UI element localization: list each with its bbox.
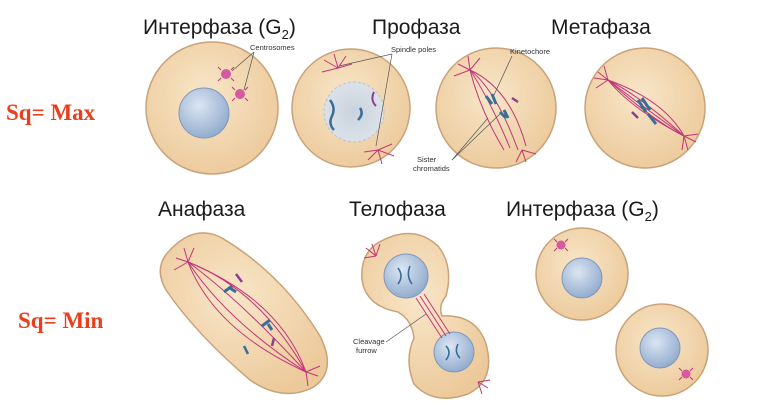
label-telophase: Телофаза — [349, 198, 446, 221]
label-interphase-top: Интерфаза (G2) — [143, 16, 296, 42]
annotation-centrosomes: Centrosomes — [250, 43, 295, 52]
annotation-cleavage-2: furrow — [356, 346, 377, 355]
cell-anaphase — [159, 232, 329, 395]
label-interphase-bottom: Интерфаза (G2) — [506, 198, 659, 224]
centrosome-icon — [217, 66, 249, 102]
annotation-cleavage-1: Cleavage — [353, 337, 385, 346]
cell-prometaphase: Kinetochore Sister chromatids — [413, 47, 557, 173]
cell-interphase-top: Centrosomes — [145, 41, 295, 175]
cell-metaphase — [584, 47, 706, 169]
annotation-sister-2: chromatids — [413, 164, 450, 173]
label-anaphase: Анафаза — [158, 198, 246, 221]
cell-interphase-bottom-1 — [535, 227, 629, 321]
annotation-kinetochore: Kinetochore — [510, 47, 550, 56]
cell-prophase: Spindle poles — [291, 45, 436, 168]
centrosome-icon — [553, 238, 569, 252]
sq-max-label: Sq= Max — [6, 100, 96, 125]
annotation-spindle-poles: Spindle poles — [391, 45, 436, 54]
spindle-fibers — [321, 53, 395, 165]
sq-min-label: Sq= Min — [18, 308, 104, 333]
centrosome-icon — [678, 367, 694, 381]
annotation-sister-1: Sister — [417, 155, 437, 164]
cell-telophase: Cleavage furrow — [353, 232, 491, 399]
cell-interphase-bottom-2 — [615, 303, 709, 397]
label-metaphase: Метафаза — [551, 16, 651, 39]
label-prophase: Профаза — [372, 16, 461, 39]
